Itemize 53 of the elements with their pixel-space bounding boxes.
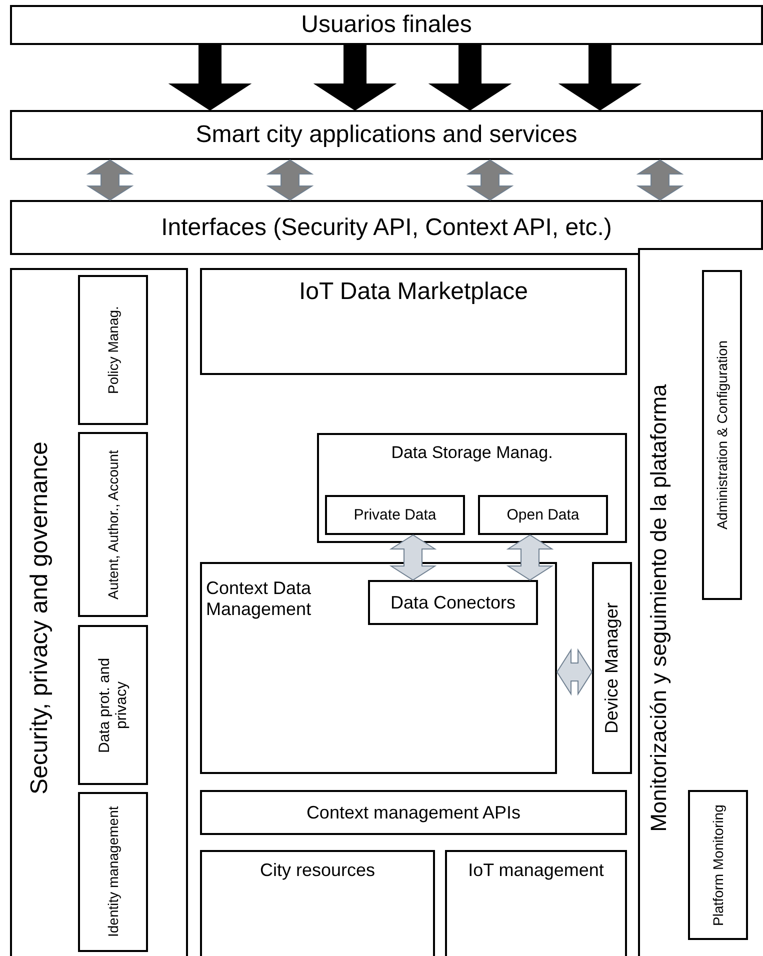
layer-bar (10, 110, 763, 160)
module-box (317, 433, 627, 543)
block-arrow (313, 44, 397, 111)
block-arrow (168, 44, 252, 111)
module-box (688, 790, 748, 940)
layer-bar (10, 5, 763, 45)
layer-bar (10, 200, 763, 255)
box-label: IoT management (467, 860, 605, 881)
double-arrow (636, 159, 684, 201)
box-label: Autent, Author., Account (104, 448, 122, 602)
module-box (78, 625, 148, 785)
module-box (325, 495, 465, 535)
box-label: Monitorización y seguimiento de la plataforma (646, 384, 672, 832)
box-label: Administration & Configuration (714, 340, 730, 530)
module-box (478, 495, 608, 535)
box-label: City resources (260, 860, 376, 881)
box-label: Context management APIs (306, 802, 521, 823)
module-box (200, 562, 557, 774)
box-label: Data Storage Manag. (391, 443, 553, 463)
side-panel (10, 268, 188, 956)
double-arrow (389, 534, 437, 581)
box-label: Platform Monitoring (710, 803, 726, 928)
double-arrow (556, 648, 593, 696)
side-panel (638, 248, 763, 956)
box-label: Open Data (506, 506, 580, 524)
box-label: Device Manager (602, 602, 622, 734)
double-arrow (506, 534, 554, 581)
module-box (200, 850, 435, 956)
module-box (702, 270, 742, 600)
box-label: Policy Manag. (104, 305, 122, 396)
module-box (445, 850, 627, 956)
double-arrow (466, 159, 514, 201)
box-label: Security, privacy and governance (26, 441, 54, 795)
box-label: Usuarios finales (301, 11, 472, 39)
box-label: Context Data Management (206, 578, 312, 620)
double-arrow (266, 159, 314, 201)
module-box (200, 790, 627, 835)
module-box (78, 432, 148, 617)
box-label: IoT Data Marketplace (299, 278, 528, 306)
block-arrow (428, 44, 512, 111)
module-box (78, 275, 148, 425)
box-label: Identity management (104, 805, 122, 940)
module-box (368, 580, 538, 625)
box-label: Data Conectors (390, 592, 516, 613)
box-label: Private Data (354, 506, 436, 524)
box-label: Data prot. and privacy (96, 656, 130, 755)
module-box (592, 562, 632, 774)
box-label: Smart city applications and services (196, 121, 578, 149)
box-label: Interfaces (Security API, Context API, etc.) (161, 214, 612, 242)
module-box (200, 268, 627, 375)
double-arrow (86, 159, 134, 201)
module-box (78, 792, 148, 952)
block-arrow (558, 44, 642, 111)
